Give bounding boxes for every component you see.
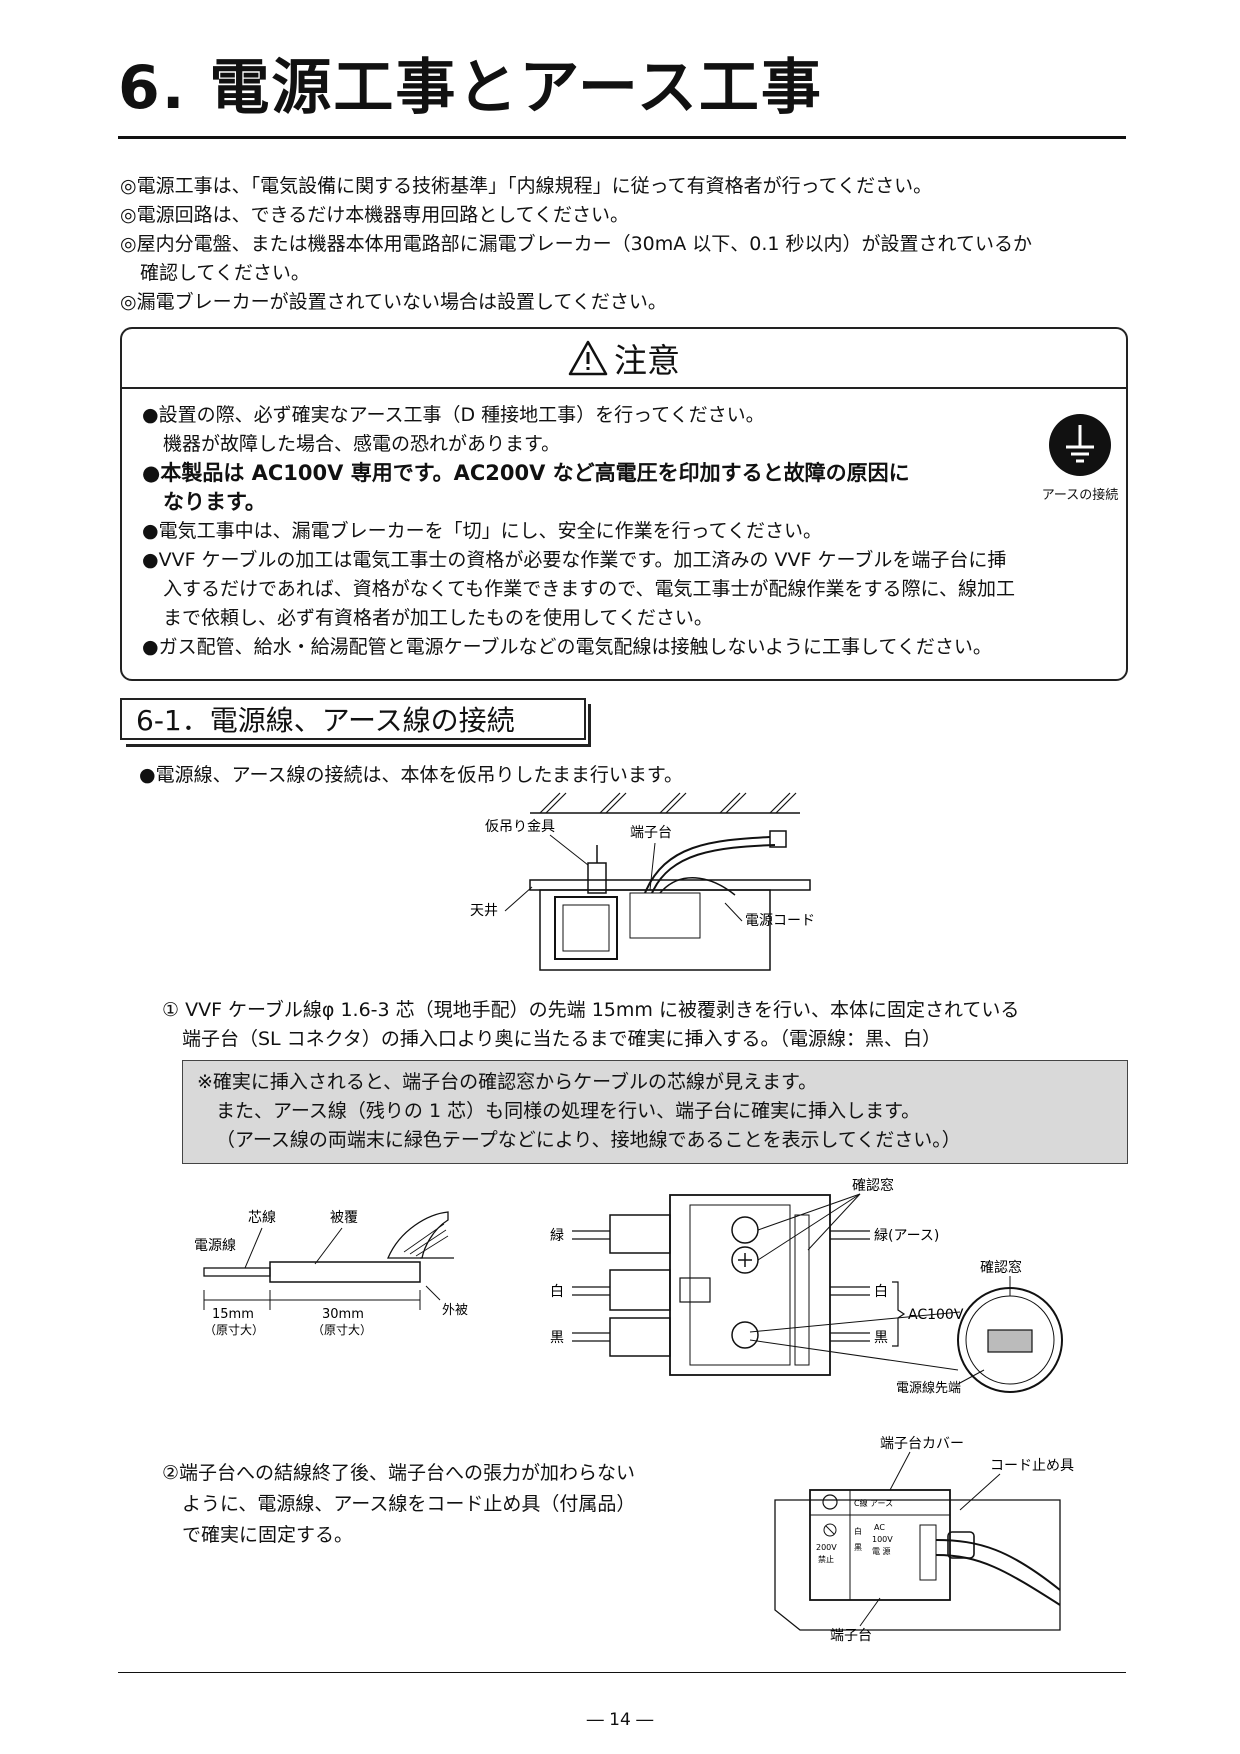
label-terminal-2: 端子台 <box>830 1628 872 1644</box>
note-box: ※確実に挿入されると、端子台の確認窓からケーブルの芯線が見えます。 また、アース… <box>182 1060 1128 1164</box>
intro-line: ◎屋内分電盤、または機器本体用電路部に漏電ブレーカー（30mA 以下、0.1 秒… <box>120 233 1032 255</box>
ground-icon <box>1049 414 1111 476</box>
fig-hanging-unit: 仮吊り金具 端子台 天井 電源コード <box>470 792 815 971</box>
ground-symbol: アースの接続 <box>1028 413 1132 503</box>
step-2-line: ②端子台への結線終了後、端子台への張力が加わらない <box>162 1462 636 1484</box>
step-1-line: ① VVF ケーブル線φ 1.6-3 芯（現地手配）の先端 15mm に被覆剥き… <box>162 999 1020 1021</box>
label-len-30-sub: （原寸大） <box>312 1323 372 1337</box>
label-core: 芯線 <box>248 1210 276 1226</box>
label-wire-tip: 電源線先端 <box>896 1380 961 1396</box>
label-hanger: 仮吊り金具 <box>485 819 555 835</box>
label-green: 緑 <box>550 1228 564 1244</box>
label-200v: 200V <box>816 1543 837 1552</box>
label-ac-small: AC <box>874 1523 885 1532</box>
caution-line: なります。 <box>163 490 266 514</box>
fig-wire-strip: 芯線 被覆 電源線 15mm （原寸大） 30mm （原寸大） 外被 <box>194 1210 468 1337</box>
label-green-earth: 緑(アース) <box>874 1228 939 1244</box>
caution-body: ●設置の際、必ず確実なアース工事（D 種接地工事）を行ってください。 機器が故障… <box>122 389 1126 662</box>
label-c-wire: C線 <box>854 1498 868 1508</box>
label-100v-small: 100V <box>872 1535 893 1544</box>
label-terminal-cover: 端子台カバー <box>880 1436 964 1452</box>
caution-line: まで依頼し、必ず有資格者が加工したものを使用してください。 <box>163 607 713 629</box>
step-2-line: で確実に固定する。 <box>182 1524 354 1546</box>
caution-line: 機器が故障した場合、感電の恐れがあります。 <box>163 433 561 455</box>
caution-line: ●設置の際、必ず確実なアース工事（D 種接地工事）を行ってください。 <box>142 404 765 426</box>
title-rule <box>118 136 1126 139</box>
label-len-15: 15mm <box>212 1307 254 1322</box>
section-lead: ●電源線、アース線の接続は、本体を仮吊りしたまま行います。 <box>139 764 684 786</box>
intro-line: ◎電源工事は、「電気設備に関する技術基準」「内線規程」に従って有資格者が行ってく… <box>120 175 933 197</box>
note-line: また、アース線（残りの 1 芯）も同様の処理を行い、端子台に確実に挿入します。 <box>216 1100 921 1122</box>
fig-cord-stopper: 端子台カバー コード止め具 C線 アース 200V 禁止 白 黒 AC 100V… <box>774 1436 1074 1644</box>
label-sheath: 被覆 <box>330 1210 358 1226</box>
caution-line: ●VVF ケーブルの加工は電気工事士の資格が必要な作業です。加工済みの VVF … <box>142 549 1007 571</box>
page-title: 6. 電源工事とアース工事 <box>118 53 823 123</box>
label-outer: 外被 <box>442 1303 468 1318</box>
label-white: 白 <box>550 1284 564 1300</box>
note-line: （アース線の両端末に緑色テープなどにより、接地線であることを表示してください。） <box>216 1129 961 1151</box>
footer-rule <box>118 1672 1126 1673</box>
label-len-30: 30mm <box>322 1307 364 1322</box>
section-heading: 6-1．電源線、アース線の接続 <box>120 698 591 747</box>
ground-label: アースの接続 <box>1041 488 1119 503</box>
step-2: ②端子台への結線終了後、端子台への張力が加わらない ように、電源線、アース線をコ… <box>162 1458 722 1551</box>
intro-notes: ◎電源工事は、「電気設備に関する技術基準」「内線規程」に従って有資格者が行ってく… <box>120 172 1130 317</box>
label-source-small: 電 源 <box>872 1547 891 1556</box>
label-terminal: 端子台 <box>630 825 672 841</box>
label-wire: 電源線 <box>194 1238 236 1254</box>
label-forbid: 禁止 <box>818 1554 834 1564</box>
caution-line: 入するだけであれば、資格がなくても作業できますので、電気工事士が配線作業をする際… <box>163 578 1015 600</box>
label-black-right: 黒 <box>874 1330 888 1346</box>
label-black: 黒 <box>550 1330 564 1346</box>
label-window: 確認窓 <box>852 1177 894 1194</box>
fig-terminal-block: 緑 白 黒 確認窓 緑(アース) 白 黒 AC100V 確認窓 電源線先端 <box>550 1177 1063 1396</box>
caution-header: 注意 <box>122 329 1126 389</box>
label-len-15-sub: （原寸大） <box>204 1323 264 1337</box>
label-earth-small: アース <box>870 1499 893 1508</box>
label-white-right: 白 <box>874 1284 888 1300</box>
step-1-line: 端子台（SL コネクタ）の挿入口より奥に当たるまで確実に挿入する。（電源線：黒、… <box>182 1028 942 1050</box>
page-number: ― 14 ― <box>586 1710 654 1730</box>
step-1: ① VVF ケーブル線φ 1.6-3 芯（現地手配）の先端 15mm に被覆剥き… <box>162 996 1132 1054</box>
intro-line: 確認してください。 <box>140 262 310 284</box>
label-cord-stopper: コード止め具 <box>990 1458 1074 1474</box>
warning-icon <box>568 340 608 376</box>
intro-line: ◎漏電ブレーカーが設置されていない場合は設置してください。 <box>120 291 667 313</box>
note-line: ※確実に挿入されると、端子台の確認窓からケーブルの芯線が見えます。 <box>197 1071 818 1093</box>
label-ceiling: 天井 <box>470 903 498 919</box>
caution-title: 注意 <box>614 341 680 380</box>
caution-line: ●本製品は AC100V 専用です。AC200V など高電圧を印加すると故障の原… <box>142 461 910 485</box>
label-white-small: 白 <box>854 1526 862 1536</box>
label-window-2: 確認窓 <box>980 1259 1022 1276</box>
caution-line: ●ガス配管、給水・給湯配管と電源ケーブルなどの電気配線は接触しないように工事して… <box>142 636 992 658</box>
caution-line: ●電気工事中は、漏電ブレーカーを「切」にし、安全に作業を行ってください。 <box>142 520 823 542</box>
label-power-cord: 電源コード <box>745 913 815 929</box>
label-black-small: 黒 <box>854 1543 862 1552</box>
intro-line: ◎電源回路は、できるだけ本機器専用回路としてください。 <box>120 204 630 226</box>
step-2-line: ように、電源線、アース線をコード止め具（付属品） <box>182 1493 636 1515</box>
label-ac100v: AC100V <box>908 1307 964 1323</box>
caution-box: 注意 ●設置の際、必ず確実なアース工事（D 種接地工事）を行ってください。 機器… <box>120 327 1128 681</box>
